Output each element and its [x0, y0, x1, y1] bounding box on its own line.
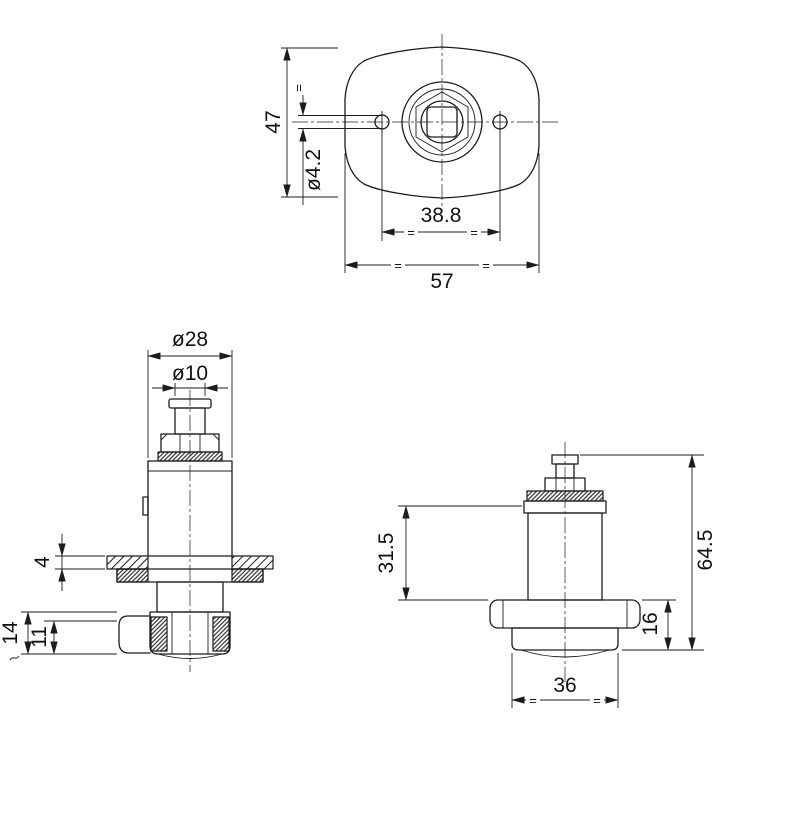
nut-chamfer-line	[212, 433, 220, 441]
dim-body-diameter-label: ø28	[172, 328, 208, 351]
dim-plate-height-label: 47	[262, 110, 285, 133]
side-view: 31.5 64.5 16 36 = =	[375, 442, 717, 708]
flange-section-left	[106, 555, 149, 570]
top-view: 47 = ø4.2 38.8 = = 57 = =	[262, 34, 560, 293]
body-side-notch	[142, 496, 149, 516]
dim-plate-thickness-label: 4	[31, 556, 54, 568]
gasket-section-right	[231, 568, 264, 583]
flange-section-right	[231, 555, 274, 570]
foot-bottom-arc	[157, 653, 223, 659]
plate-outline	[344, 46, 540, 199]
front-view: ø28 ø10 4 14 11	[0, 328, 274, 672]
equal-mark-backing	[590, 693, 604, 707]
spindle-square-hole	[426, 106, 458, 138]
equal-mark-backing	[526, 693, 540, 707]
equal-mark-36-left: =	[529, 693, 537, 708]
dim-flange-to-bottom-label: 16	[639, 612, 662, 635]
dim-foot-width-label: 36	[553, 674, 576, 697]
equal-mark-backing	[391, 258, 405, 272]
equal-mark-38-8-right: =	[470, 225, 478, 240]
dim-hole-diameter-label: ø4.2	[302, 149, 325, 191]
break-symbol	[9, 655, 20, 661]
foot-pad-right	[212, 616, 230, 652]
knob-inner-ring	[408, 88, 476, 156]
knob-outer-ring	[401, 81, 483, 163]
equal-mark-38-8-left: =	[407, 225, 415, 240]
dim-plate-width-label: 57	[430, 270, 453, 293]
latch-foot-side	[511, 627, 619, 651]
dim-hole-spacing-label: 38.8	[421, 204, 462, 227]
dim-stem-diameter-label: ø10	[172, 362, 208, 385]
dim-total-height-label: 64.5	[694, 530, 717, 571]
serrated-washer-side	[526, 490, 604, 502]
equal-mark-57-right: =	[482, 258, 490, 273]
dim-body-height-label: 31.5	[375, 533, 398, 574]
dim-foot-height-label: 14	[0, 621, 22, 645]
equal-mark-backing	[404, 225, 418, 239]
equal-mark-backing	[467, 225, 481, 239]
gasket-section-left	[116, 568, 149, 583]
foot-pad-left	[150, 616, 168, 652]
equal-mark-36-right: =	[593, 693, 601, 708]
nut-chamfer-line	[160, 433, 168, 441]
knob-bore-circle	[420, 100, 464, 144]
knob-hex-nut	[415, 91, 469, 153]
foot-bottom-arc-side	[520, 649, 610, 658]
serrated-washer	[157, 451, 223, 462]
dim-foot-inner-height-label: 11	[28, 626, 51, 648]
latch-hook	[118, 615, 151, 654]
equal-mark-backing	[479, 258, 493, 272]
equal-mark-top: =	[291, 84, 306, 92]
equal-mark-57-left: =	[394, 258, 402, 273]
